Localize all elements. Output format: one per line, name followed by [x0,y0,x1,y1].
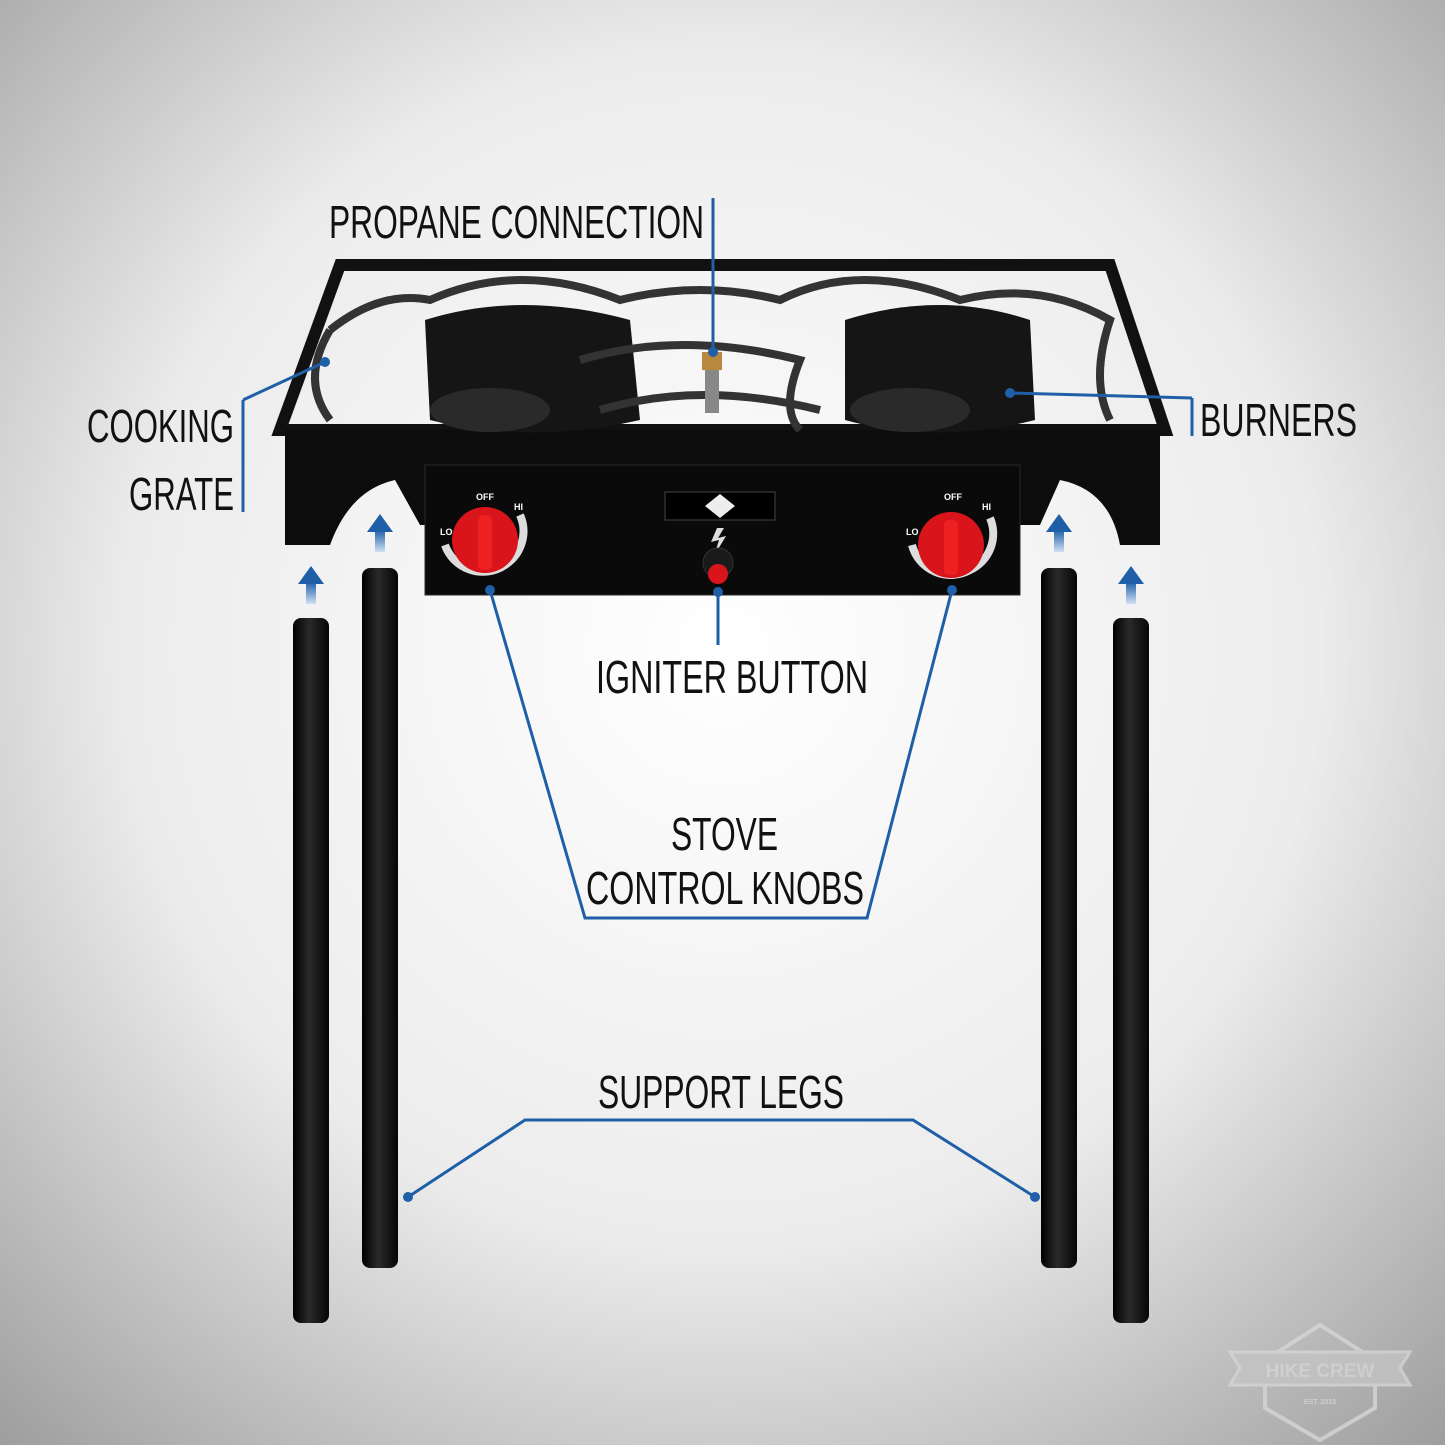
lightning-icon [711,528,726,556]
arrow-up-icon [1046,514,1072,552]
knob-mark-off: OFF [944,492,962,502]
hike-crew-logo: HIKE CREW EST. 2018 [1227,1322,1413,1443]
igniter-button[interactable] [708,564,728,584]
label-support-legs: SUPPORT LEGS [598,1066,844,1118]
label-burners: BURNERS [1200,394,1357,446]
leg-back-left [362,568,398,1268]
label-stove-knobs-line2: CONTROL KNOBS [586,862,864,914]
knob-left[interactable]: OFF HI LO [440,492,528,576]
label-cooking-grate-line1: COOKING [87,400,234,452]
label-propane-connection: PROPANE CONNECTION [329,196,704,248]
leg-front-right [1113,618,1149,1323]
arrow-up-icon [367,514,393,552]
label-stove-knobs-line1: STOVE [671,808,778,860]
label-cooking-grate-line2: GRATE [129,468,234,520]
label-igniter-button: IGNITER BUTTON [596,651,868,703]
logo-est: EST. 2018 [1304,1399,1336,1406]
support-legs [293,568,1149,1323]
knob-right[interactable]: OFF HI LO [906,492,998,579]
arrow-up-icon [1118,566,1144,604]
leader-dots [320,347,1040,1202]
knob-mark-lo: LO [906,527,919,537]
leg-back-right [1041,568,1077,1268]
logo-name: HIKE CREW [1266,1361,1375,1382]
knob-mark-hi: HI [514,502,523,512]
leg-front-left [293,618,329,1323]
knob-mark-lo: LO [440,527,453,537]
leader-lines [241,198,1194,1199]
knob-mark-off: OFF [476,492,494,502]
assembly-arrows [298,514,1144,604]
knob-mark-hi: HI [982,502,991,512]
arrow-up-icon [298,566,324,604]
